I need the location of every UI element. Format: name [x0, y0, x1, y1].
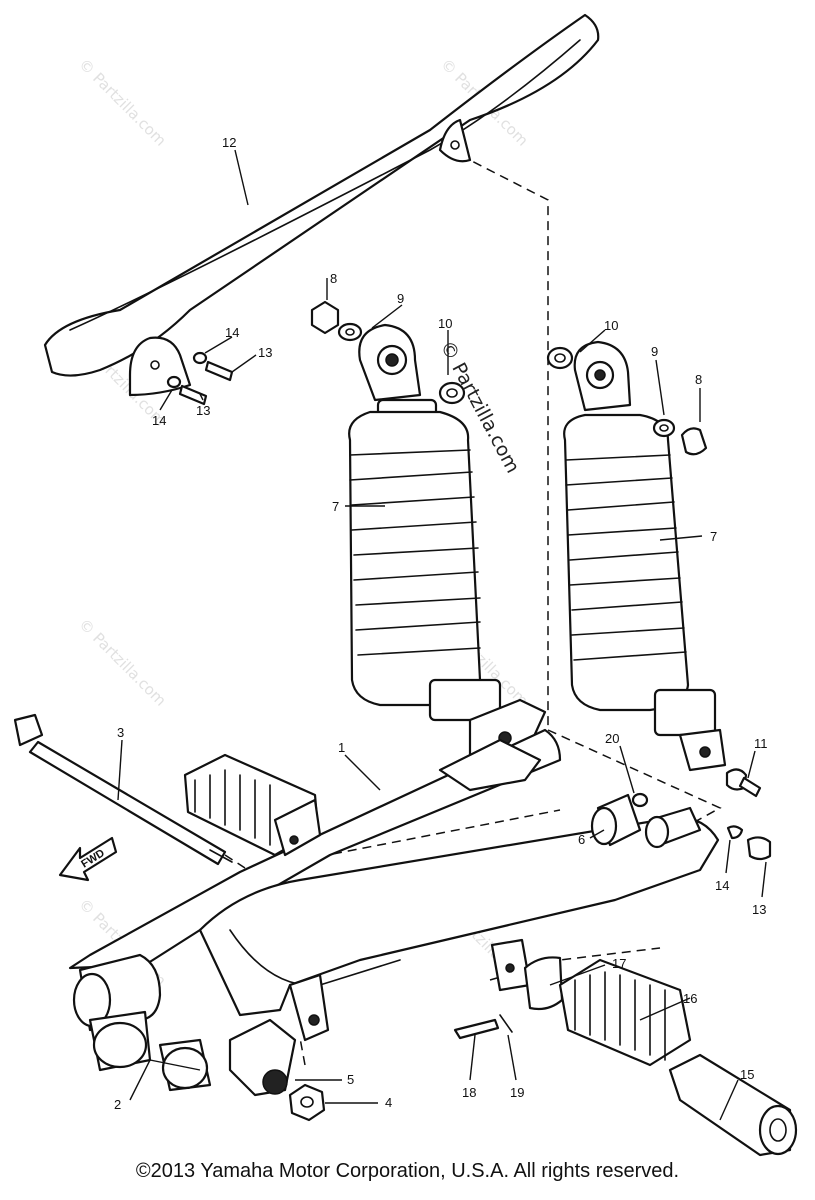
leader-lines — [117, 149, 767, 1121]
callout-4: 4 — [385, 1095, 392, 1110]
callout-10: 10 — [438, 316, 452, 331]
callout-14: 14 — [715, 878, 729, 893]
shock-hardware — [310, 300, 708, 456]
pivot-bushings — [72, 953, 297, 1097]
callout-2: 2 — [114, 1097, 121, 1112]
callout-20: 20 — [605, 731, 619, 746]
callout-13: 13 — [752, 902, 766, 917]
callout-3: 3 — [117, 725, 124, 740]
callout-13: 13 — [196, 403, 210, 418]
callout-13: 13 — [258, 345, 272, 360]
callout-15: 15 — [740, 1067, 754, 1082]
callout-14: 14 — [225, 325, 239, 340]
callout-9: 9 — [651, 344, 658, 359]
watermark: © Partzilla.com — [75, 55, 170, 150]
callout-10: 10 — [604, 318, 618, 333]
callout-9: 9 — [397, 291, 404, 306]
right-pivot-hardware — [590, 768, 772, 861]
callout-1: 1 — [338, 740, 345, 755]
callout-17: 17 — [612, 956, 626, 971]
pivot-shaft — [13, 713, 233, 866]
callout-11: 11 — [754, 736, 768, 751]
fwd-arrow: FWD — [58, 836, 118, 882]
swing-arm — [68, 728, 720, 1042]
callout-12: 12 — [222, 135, 236, 150]
watermark: © Partzilla.com — [75, 615, 170, 710]
callout-5: 5 — [347, 1072, 354, 1087]
callout-18: 18 — [462, 1085, 476, 1100]
callout-numbers: 12 8 9 10 10 9 8 14 13 14 13 7 7 3 1 20 … — [114, 135, 768, 1112]
callout-14: 14 — [152, 413, 166, 428]
callout-19: 19 — [510, 1085, 524, 1100]
footrest-left — [183, 753, 322, 857]
footrest-right — [453, 938, 798, 1157]
shock-absorber-right — [563, 340, 727, 772]
callout-8: 8 — [330, 271, 337, 286]
copyright-notice: ©2013 Yamaha Motor Corporation, U.S.A. A… — [135, 1160, 680, 1182]
callout-7: 7 — [332, 499, 339, 514]
callout-7: 7 — [710, 529, 717, 544]
callout-8: 8 — [695, 372, 702, 387]
callout-16: 16 — [683, 991, 697, 1006]
chain-case — [43, 13, 600, 397]
chain-case-bolts — [166, 351, 234, 406]
callout-6: 6 — [578, 832, 585, 847]
pivot-nut — [288, 1083, 326, 1122]
